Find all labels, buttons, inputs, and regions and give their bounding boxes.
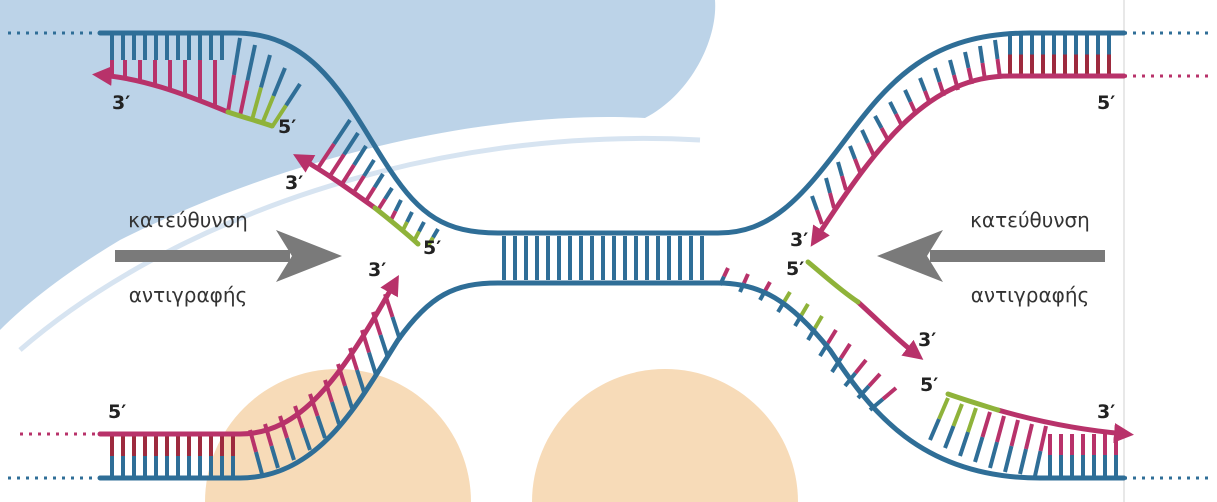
base-pair [407,212,412,222]
base-pair [396,200,402,211]
end-label-left-top-3: 3′ [112,92,130,114]
end-label-right-mid-5: 5′ [786,258,804,280]
base-pair [1012,420,1019,446]
base-pair [1005,446,1012,472]
left-direction-label-line1: κατεύθυνση [128,208,248,232]
base-pair [980,46,983,63]
base-pair [815,316,822,328]
base-pair [366,188,375,202]
base-pair [1020,449,1026,474]
base-pair [842,176,846,190]
base-pair [369,353,376,376]
base-pair [1026,424,1032,449]
base-pair [905,90,911,102]
base-pair [812,196,817,210]
base-pair [817,210,822,224]
base-pair [1041,426,1047,451]
base-pair [724,268,728,277]
base-pair [826,178,830,193]
base-pair [385,188,392,199]
base-pair [875,116,882,128]
base-pair [869,374,880,386]
end-label-right-top-5: 5′ [1097,92,1115,114]
base-pair [765,282,770,291]
base-pair [744,274,748,283]
base-pair [862,130,868,143]
base-pair [983,412,991,437]
base-pair [960,432,968,456]
base-pair [997,416,1004,442]
base-pair [968,408,976,432]
base-pair [784,292,790,302]
end-label-right-low-5: 5′ [920,374,938,396]
base-pair [935,68,940,82]
base-pair [939,398,948,419]
end-label-left-low-3: 3′ [368,259,386,281]
end-label-right-low-3: 3′ [918,329,936,351]
base-pair [856,360,867,373]
base-pair [419,222,424,232]
base-pair [930,419,939,440]
base-pair [990,442,997,468]
watermark-orange-circle-right [532,369,798,502]
base-pair [890,102,896,114]
base-pair [954,404,963,426]
base-pair [830,193,834,208]
right-bottom-primer [948,394,998,410]
base-pair [995,40,998,59]
base-pair [1035,451,1041,476]
direction-arrows [115,230,1105,282]
base-pair [883,388,896,399]
end-label-left-mid-3: 3′ [285,172,303,194]
end-label-right-mid-3: 3′ [790,229,808,251]
base-pair [950,60,954,75]
right-mid-primer [808,262,858,302]
base-pair [375,174,384,188]
base-pair [841,344,850,358]
base-pair [920,78,925,91]
base-pair [965,52,969,68]
right-direction-label-line1: κατεύθυνση [970,208,1090,232]
base-pair [838,162,842,176]
end-label-right-bottom-3: 3′ [1097,401,1115,423]
end-label-left-top-5: 5′ [278,116,296,138]
base-pair [850,146,855,159]
base-pair [828,330,836,343]
base-pair [945,426,954,448]
right-direction-arrow [877,230,1105,282]
base-pair [802,304,809,315]
end-label-left-bottom-5: 5′ [108,401,126,423]
base-pair [855,159,860,172]
end-label-left-mid-5: 5′ [423,237,441,259]
base-pair [975,437,983,462]
right-direction-label-line2: αντιγραφής [971,283,1090,307]
right-mid-okazaki-fragment [858,302,917,355]
left-direction-label-line2: αντιγραφής [129,283,248,307]
